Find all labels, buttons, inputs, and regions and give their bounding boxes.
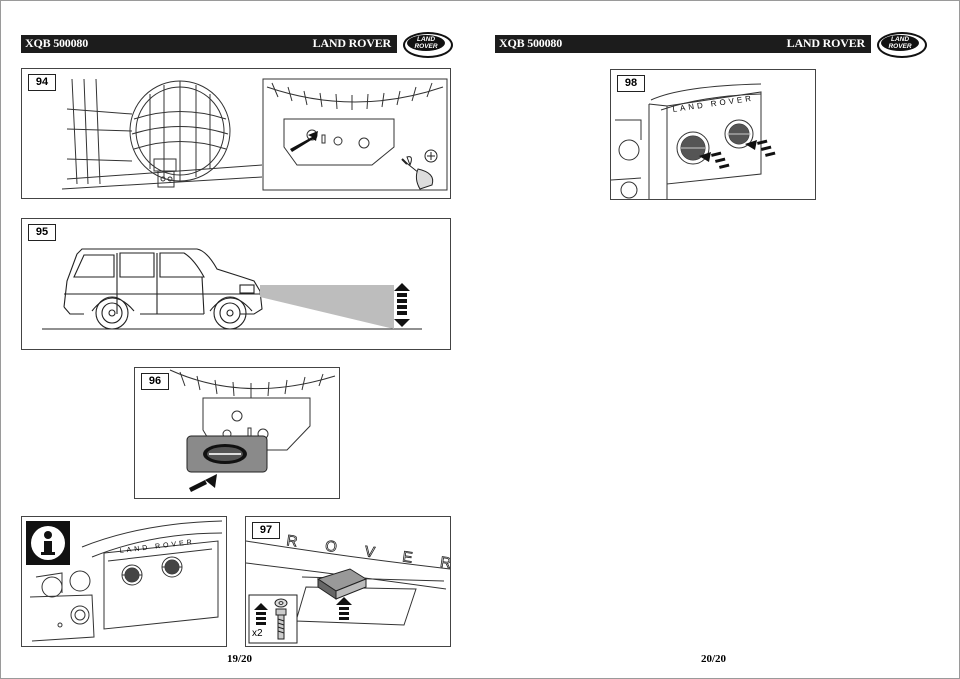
figure-number: 94 xyxy=(28,74,56,91)
page-number: 19/20 xyxy=(227,653,253,665)
figure-number: 98 xyxy=(617,75,645,92)
figure-number: 95 xyxy=(28,224,56,241)
arrow-icon xyxy=(336,597,352,620)
figure-98-illustration: LAND ROVER xyxy=(611,83,776,199)
figure-number: 97 xyxy=(252,522,280,539)
figure-97-illustration: R O V E R xyxy=(246,532,450,644)
info-figure-illustration: LAND ROVER xyxy=(29,520,223,642)
figure-number: 96 xyxy=(141,373,169,390)
arrow-icon xyxy=(745,139,776,157)
figure-96-illustration xyxy=(169,369,336,492)
figure-96: 96 xyxy=(134,367,340,499)
figure-94-illustration xyxy=(61,78,448,191)
left-page-header: XQB 500080 LAND ROVER xyxy=(21,35,397,53)
doc-code: XQB 500080 xyxy=(499,36,563,50)
brand-name: LAND ROVER xyxy=(312,36,392,50)
doc-code: XQB 500080 xyxy=(25,36,89,50)
up-down-arrow-icon xyxy=(394,283,410,327)
arrow-icon xyxy=(290,131,318,152)
figure-95: 95 xyxy=(21,218,451,350)
arrow-icon xyxy=(189,474,217,492)
bolt-icon xyxy=(275,608,287,640)
page-number: 20/20 xyxy=(701,653,727,665)
info-figure: LAND ROVER xyxy=(21,516,227,647)
figure-98: 98 LAND ROVER xyxy=(610,69,816,200)
tailgate-text: R O V E R xyxy=(285,532,450,574)
light-beam xyxy=(260,285,394,329)
washer-icon xyxy=(274,598,288,608)
right-page-header: XQB 500080 LAND ROVER xyxy=(495,35,871,53)
screwdriver-icon xyxy=(401,156,434,190)
quantity-label: x2 xyxy=(252,628,263,639)
figure-95-illustration xyxy=(42,248,422,330)
info-icon xyxy=(26,521,70,565)
arrow-icon xyxy=(699,151,730,169)
arrow-icon xyxy=(254,603,268,625)
phillips-screw-icon xyxy=(424,149,438,163)
figure-97: 97 R O V E R xyxy=(245,516,451,647)
figure-94: 94 xyxy=(21,68,451,199)
grille-text: LAND ROVER xyxy=(672,94,754,114)
brand-name: LAND ROVER xyxy=(786,36,866,50)
